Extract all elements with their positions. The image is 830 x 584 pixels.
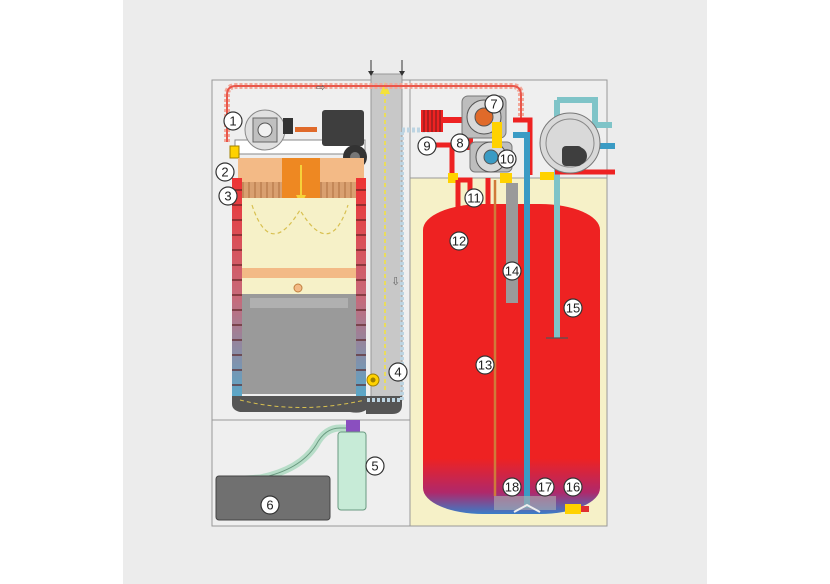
pump-connector <box>448 173 458 183</box>
gas-valve-center <box>257 122 273 138</box>
flue-down-arrow: ⇩ <box>391 275 400 288</box>
drain-valve <box>565 504 581 514</box>
coil-marks-left <box>232 189 242 386</box>
callout-15: 15 <box>563 298 583 318</box>
callout-label: 3 <box>224 189 231 204</box>
callout-label: 4 <box>394 365 401 380</box>
callout-5: 5 <box>365 456 385 476</box>
callout-label: 8 <box>456 136 463 151</box>
secondary-heat-exchanger <box>242 294 356 394</box>
callout-13: 13 <box>475 355 495 375</box>
ignition-module <box>283 118 293 134</box>
callout-label: 9 <box>423 139 430 154</box>
callout-label: 14 <box>505 264 519 279</box>
sensor-fitting <box>540 172 554 180</box>
secondary-hx-cap <box>250 298 348 308</box>
callout-8: 8 <box>450 133 470 153</box>
callout-label: 18 <box>505 480 519 495</box>
callout-11: 11 <box>464 188 484 208</box>
callout-label: 15 <box>566 301 580 316</box>
cold-supply-header <box>513 132 530 148</box>
air-intake-arrowhead-right <box>399 71 405 76</box>
boiler-wall-right <box>356 178 366 396</box>
callout-9: 9 <box>417 136 437 156</box>
pump-outlet-connector <box>500 173 512 183</box>
cold-return-pipe <box>367 130 404 402</box>
condensate-trap-cap <box>346 420 360 432</box>
callout-label: 13 <box>478 358 492 373</box>
callout-3: 3 <box>218 186 238 206</box>
dip-tube-15-top <box>557 97 612 128</box>
callout-label: 16 <box>566 480 580 495</box>
coil-marks-right <box>356 189 366 386</box>
ignition-connector <box>295 127 317 132</box>
diverter-valve <box>492 122 502 148</box>
safety-valve <box>229 145 240 159</box>
callout-label: 6 <box>266 498 273 513</box>
cold-inlet-diffuser <box>513 503 541 513</box>
callout-1: 1 <box>223 111 243 131</box>
callout-18: 18 <box>502 477 522 497</box>
inlet-fins <box>423 110 441 132</box>
callout-6: 6 <box>260 495 280 515</box>
sensor-port <box>293 283 303 293</box>
callout-label: 2 <box>221 165 228 180</box>
inner-chamber <box>242 198 356 268</box>
condensate-trap <box>337 431 367 511</box>
heating-loop-core <box>226 85 522 142</box>
callout-label: 12 <box>452 234 466 249</box>
tank-hot-outlet <box>478 178 491 218</box>
callout-4: 4 <box>388 362 408 382</box>
callout-label: 10 <box>500 152 514 167</box>
callout-10: 10 <box>497 149 517 169</box>
loop-flow-arrow: ⇨ <box>316 81 325 94</box>
expansion-vessel-valve <box>569 147 587 165</box>
mixing-valve-4-inner <box>370 377 376 383</box>
tank-bottom-plate <box>494 496 556 510</box>
boiler-wall-left <box>232 178 242 396</box>
callout-label: 1 <box>229 114 236 129</box>
anode-rod <box>506 183 518 303</box>
condensate-drain-pipe-edge <box>229 427 352 481</box>
callout-17: 17 <box>535 477 555 497</box>
expansion-vessel-inner <box>545 118 595 168</box>
circulation-pump-rotor <box>474 107 494 127</box>
callout-2: 2 <box>215 162 235 182</box>
condensate-sump <box>232 396 366 413</box>
air-intake-arrowhead-left <box>368 71 374 76</box>
burner-motor-housing <box>322 110 364 146</box>
flame-plate <box>242 268 356 278</box>
callout-label: 5 <box>371 459 378 474</box>
hot-outlet-12 <box>440 180 461 218</box>
callout-14: 14 <box>502 261 522 281</box>
callout-12: 12 <box>449 231 469 251</box>
dhw-pump-rotor <box>483 149 499 165</box>
callout-16: 16 <box>563 477 583 497</box>
callout-label: 17 <box>538 480 552 495</box>
flue-pipe <box>370 73 403 401</box>
callout-7: 7 <box>484 94 504 114</box>
callout-label: 11 <box>467 191 481 206</box>
callout-label: 7 <box>490 97 497 112</box>
drain-valve-handle <box>581 506 589 512</box>
